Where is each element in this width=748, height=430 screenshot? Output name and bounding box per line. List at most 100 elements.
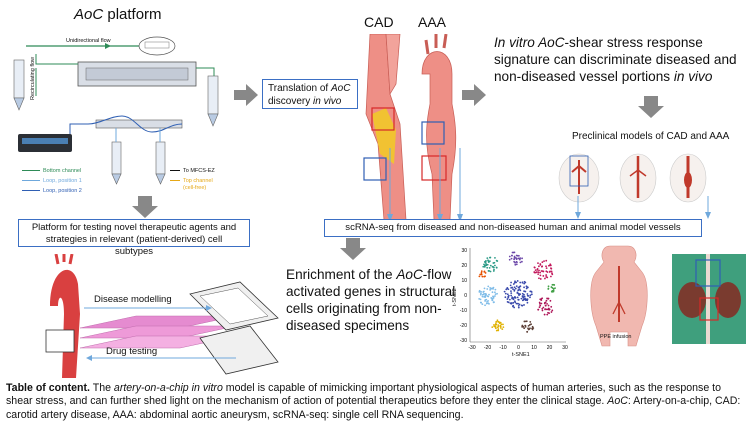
tsne-point [480, 273, 483, 276]
tsne-point [497, 329, 500, 332]
arrow-right-signature [462, 84, 486, 106]
preclinical-mouse-cad [558, 153, 600, 203]
tsne-point [478, 297, 481, 300]
tsne-point [484, 304, 486, 307]
pig-illustration [590, 245, 648, 347]
tsne-point [538, 277, 540, 280]
tsne-point [530, 323, 532, 326]
tsne-point [478, 275, 481, 278]
drug-testing-label: Drug testing [106, 346, 158, 357]
tsne-point [486, 257, 489, 260]
preclinical-mouse-aaa-1 [619, 153, 657, 203]
aoc-platform-title: AoC platform [74, 6, 162, 23]
tsne-point [544, 304, 547, 307]
tsne-point [550, 311, 553, 313]
tsne-point [512, 305, 514, 308]
tsne-point [483, 275, 486, 278]
tsne-point [537, 273, 540, 276]
syringe-left-2 [207, 75, 219, 127]
tsne-point [480, 290, 482, 293]
tsne-point [554, 287, 556, 289]
tsne-ytick: 10 [461, 278, 467, 284]
tsne-point [492, 301, 495, 304]
tsne-point [479, 293, 482, 296]
tsne-point [527, 324, 530, 327]
tsne-point [524, 281, 527, 284]
tsne-point [518, 292, 520, 295]
preclinical-label: Preclinical models of CAD and AAA [572, 131, 730, 142]
tsne-point [544, 308, 546, 311]
tsne-point [487, 302, 490, 305]
tsne-point [485, 298, 488, 301]
tsne-point [495, 266, 498, 269]
tsne-ytick: 20 [461, 263, 467, 269]
tsne-point [543, 302, 546, 304]
tsne-ytick: -10 [460, 308, 467, 314]
tsne-point [524, 324, 527, 327]
tsne-point [518, 303, 521, 306]
tsne-point [525, 285, 528, 288]
tsne-point [510, 292, 513, 295]
arrow-down-platform [132, 196, 158, 218]
tsne-point [495, 329, 498, 332]
tsne-point [541, 309, 544, 312]
tsne-point [510, 302, 512, 304]
tsne-point [495, 323, 498, 326]
tsne-point [521, 281, 524, 284]
tsne-point [485, 260, 487, 262]
tsne-point [524, 320, 527, 323]
tsne-point [513, 258, 516, 261]
tsne-point [511, 251, 514, 254]
tsne-point [550, 267, 552, 270]
tsne-point [537, 308, 540, 311]
tsne-point [545, 267, 548, 270]
tsne-point [482, 290, 485, 293]
tsne-point [480, 271, 483, 274]
tsne-point [479, 273, 482, 276]
tsne-point [548, 312, 551, 315]
caption: Table of content. The artery-on-a-chip i… [6, 382, 741, 421]
tsne-point [538, 269, 540, 272]
tsne-point [491, 291, 494, 294]
tsne-ytick: -20 [460, 323, 467, 329]
tsne-xtick: 0 [517, 345, 520, 351]
tsne-point [487, 285, 490, 288]
tsne-point [525, 287, 528, 290]
tsne-point [517, 302, 520, 305]
tsne-point [544, 277, 546, 280]
tsne-point [507, 296, 510, 299]
tsne-point [488, 256, 491, 259]
tsne-point [529, 321, 532, 323]
tsne-point [550, 305, 553, 308]
unidirectional-flow-label: Unidirectional flow [66, 38, 111, 44]
tsne-point [494, 291, 496, 294]
tsne-point [530, 293, 533, 296]
tsne-point [486, 266, 489, 269]
tsne-point [517, 298, 520, 301]
tsne-point [542, 306, 545, 309]
tsne-point [514, 263, 517, 266]
tsne-point [523, 286, 525, 289]
tsne-point [493, 325, 496, 328]
tsne-point [522, 325, 525, 328]
tsne-point [508, 258, 511, 261]
tsne-point [549, 299, 552, 302]
tsne-point [490, 297, 493, 299]
tsne-point [486, 263, 489, 266]
tsne-point [539, 304, 542, 307]
tsne-point [521, 292, 524, 295]
aoc-title-abbr: AoC [74, 6, 104, 23]
platform-box: Platform for testing novel therapeutic a… [18, 219, 250, 257]
tsne-point [542, 275, 545, 277]
tsne-point [488, 293, 490, 296]
tsne-point [494, 264, 496, 267]
tsne-point [497, 328, 500, 330]
tsne-point [547, 288, 550, 290]
tsne-point [496, 326, 499, 329]
tsne-point [492, 288, 494, 290]
tsne-point [488, 270, 491, 272]
tsne-point [484, 261, 487, 264]
tsne-point [548, 308, 551, 311]
tsne-point [509, 284, 512, 287]
tsne-point [480, 292, 482, 295]
